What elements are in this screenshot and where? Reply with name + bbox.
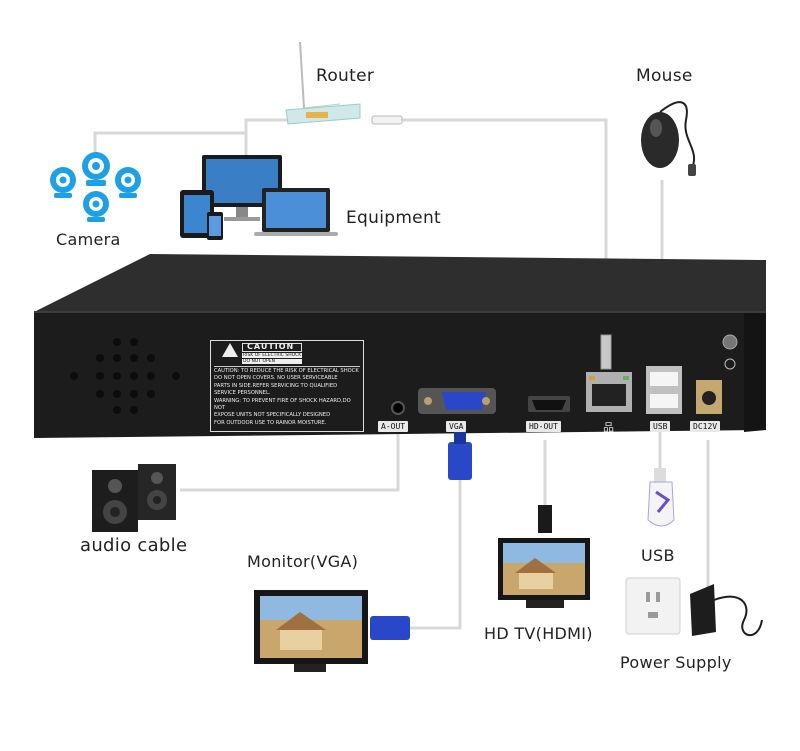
fan-vent [70, 338, 180, 414]
port-label-a-out: A-OUT [378, 421, 409, 432]
caution-line: CAUTION: TO REDUCE THE RISK OF ELECTRICA… [214, 367, 359, 374]
port-label-dc12v: DC12V [690, 421, 721, 432]
caution-label: CAUTION RISK OF ELECTRIC SHOCK DO NOT OP… [210, 340, 364, 432]
port-label-hd-out: HD-OUT [526, 421, 561, 432]
hd-tv [498, 538, 590, 608]
vga-cable-line [410, 480, 462, 630]
warning-icon [222, 343, 238, 357]
label-power-supply: Power Supply [620, 653, 732, 672]
label-usb: USB [641, 546, 675, 565]
dc-power-port [696, 380, 722, 414]
caution-line: FOR OUTDOOR USE TO RAINOR MOISTURE. [214, 419, 327, 426]
caution-line: SERVICE PERSONNEL. [214, 390, 271, 397]
caution-line: PARTS IN SIDE.REFER SERVICING TO QUALIFI… [214, 382, 338, 389]
caution-sub-1: RISK OF ELECTRIC SHOCK [242, 352, 303, 358]
router [285, 41, 403, 125]
label-camera: Camera [56, 230, 121, 249]
caution-line: WARNING: TO PREVENT FIRE OF SHOCK HAZARD… [214, 397, 351, 411]
hdmi-connector [538, 505, 552, 533]
audio-out-port [391, 401, 405, 415]
nvr-device [34, 254, 766, 438]
vga-monitor [254, 590, 410, 672]
vga-port [418, 388, 496, 414]
caution-title: CAUTION [242, 343, 303, 352]
camera-icon [50, 167, 76, 198]
usb-ports [646, 366, 682, 414]
hdmi-port [528, 396, 570, 412]
camera-icon [115, 167, 141, 198]
vga-cable-connector [448, 432, 472, 480]
speakers [92, 464, 176, 532]
network-icon: 品 [603, 421, 614, 434]
label-mouse: Mouse [636, 66, 693, 86]
power-supply [625, 577, 763, 637]
label-hd-tv: HD TV(HDMI) [484, 624, 593, 643]
usb-stick [647, 468, 675, 527]
port-label-usb: USB [650, 421, 671, 432]
caution-line: DO NOT OPEN COVERS. NO USER SERVICEABLE [214, 375, 338, 382]
ground-screw [722, 334, 738, 350]
router-to-camera-cable [93, 118, 300, 160]
mouse [641, 101, 696, 176]
equipment-devices [180, 155, 338, 240]
label-audio-cable: audio cable [80, 535, 188, 556]
port-label-vga: VGA [446, 421, 467, 432]
audio-cable-line [180, 430, 400, 492]
label-monitor-vga: Monitor(VGA) [247, 552, 359, 571]
caution-line: EXPOSE UNITS NOT SPECIFICALLY DESIGNED [214, 412, 331, 419]
caution-sub-2: DO NOT OPEN [242, 358, 303, 364]
label-router: Router [316, 66, 375, 86]
camera-icon [82, 152, 110, 186]
camera-icon [83, 191, 109, 222]
lan-port [586, 334, 632, 412]
label-equipment: Equipment [346, 208, 441, 228]
camera-icons [50, 152, 141, 222]
